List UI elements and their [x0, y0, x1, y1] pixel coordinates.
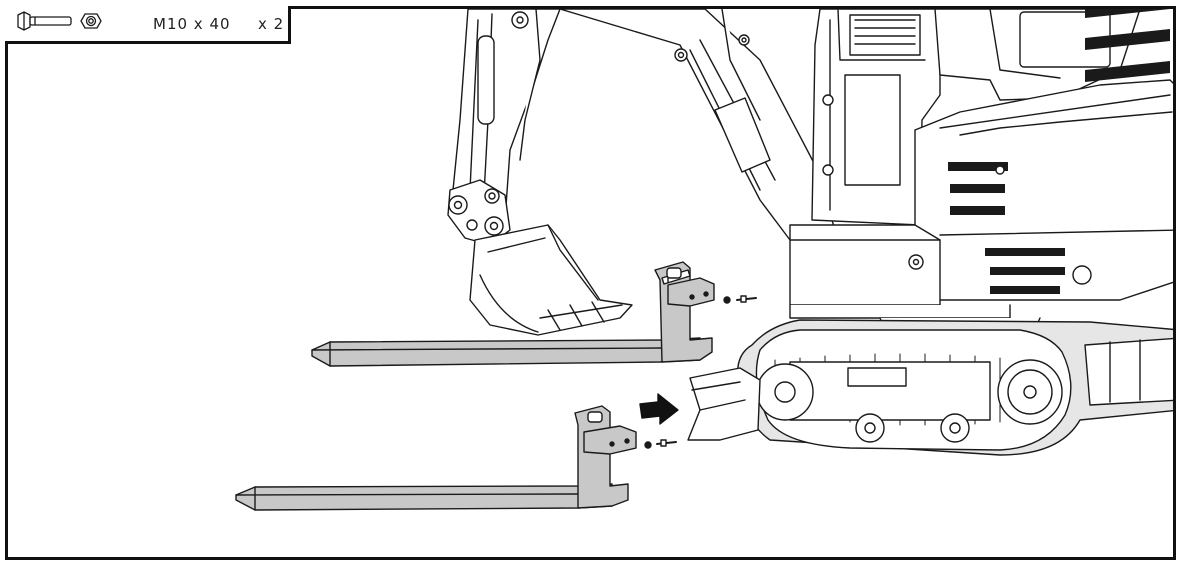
pallet-fork-upper [311, 261, 715, 367]
bolt-size-label: M10 x 40 [153, 15, 231, 33]
excavator-track [736, 319, 1173, 456]
bolt-quantity-label: x 2 [258, 15, 285, 33]
bolt-icon [17, 11, 72, 31]
bolt-nut-lower [644, 439, 677, 449]
hardware-icons [17, 11, 102, 31]
excavator-bucket [469, 224, 633, 336]
excavator-arm [451, 9, 836, 241]
nut-icon [80, 13, 102, 29]
hardware-callout-box: M10 x 40 x 2 [5, 6, 291, 44]
dozer-blade [687, 367, 761, 441]
pallet-fork-lower [235, 405, 637, 511]
bucket-linkage [447, 179, 511, 246]
insertion-arrow [639, 393, 679, 425]
excavator-cab [811, 9, 1173, 301]
bolt-nut-upper [723, 295, 757, 304]
